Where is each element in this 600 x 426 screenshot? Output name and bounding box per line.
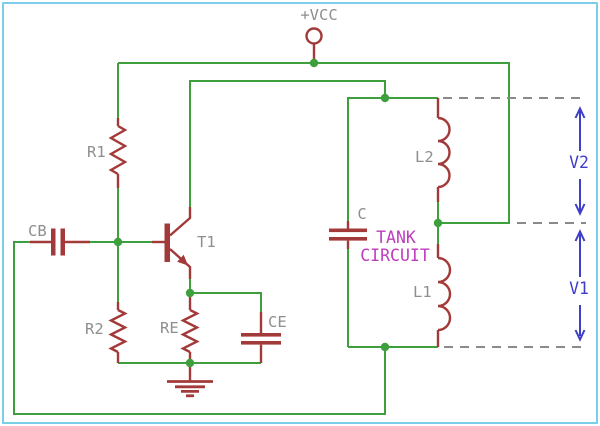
l1-label: L1 [413, 283, 432, 301]
junction-tank-top [380, 93, 390, 103]
tank-caption-line2: CIRCUIT [360, 246, 430, 265]
capacitor-ce: CE [241, 312, 287, 363]
v1-label: V1 [569, 279, 589, 298]
ce-label: CE [268, 313, 287, 331]
r2-label: R2 [85, 320, 104, 338]
l2-label: L2 [415, 148, 434, 166]
vcc-terminal-icon [305, 27, 323, 45]
junction-tank-bottom [380, 342, 390, 352]
vcc-label: +VCC [300, 6, 337, 24]
ce-plate-bottom [241, 341, 281, 345]
wire-tank-top [347, 97, 438, 221]
vcc-terminal: +VCC [300, 6, 338, 62]
resistor-r1: R1 [87, 118, 128, 188]
resistor-r2: R2 [85, 302, 128, 363]
wire-collector-to-tank [189, 80, 386, 207]
re-zigzag [180, 308, 200, 354]
junction-dots [113, 58, 443, 368]
wire-vcc-rail [118, 62, 510, 224]
v1-voltage-marker: V1 [569, 229, 589, 342]
r1-label: R1 [87, 143, 106, 161]
t1-emitter [169, 248, 192, 279]
junction-vcc [309, 58, 319, 68]
wire-feedback-loop [13, 241, 386, 415]
resistor-re: RE [160, 295, 200, 363]
cb-label: CB [28, 222, 47, 240]
cb-plate-left [51, 228, 56, 256]
tank-circuit-caption: TANK CIRCUIT [360, 228, 430, 265]
inductor-l1: L1 [413, 244, 452, 347]
re-label: RE [160, 319, 179, 337]
l1-coil [437, 256, 452, 332]
c-plate-top [329, 228, 367, 233]
v1-arrowhead-up-icon [574, 229, 586, 242]
v2-voltage-marker: V2 [569, 106, 589, 216]
wires [13, 62, 510, 415]
v2-arrowhead-up-icon [574, 106, 586, 119]
transistor-t1: T1 [152, 207, 216, 279]
v1-arrowhead-down-icon [574, 329, 586, 342]
v2-label: V2 [569, 153, 589, 172]
r2-zigzag [108, 308, 128, 354]
junction-tank-tap [433, 218, 443, 228]
dashed-reference-lines [443, 97, 586, 348]
t1-emitter-arrow-icon [177, 254, 188, 266]
junction-ground [185, 358, 195, 368]
c-label: C [357, 205, 366, 223]
t1-label: T1 [197, 233, 216, 251]
inductor-l2: L2 [415, 98, 451, 202]
capacitor-c: C [329, 205, 367, 249]
t1-base-bar [164, 223, 170, 262]
tank-caption-line1: TANK [376, 228, 416, 247]
cb-plate-right [60, 228, 65, 256]
l2-coil [437, 116, 451, 189]
v2-arrowhead-down-icon [574, 203, 586, 216]
r1-zigzag [108, 124, 128, 176]
ground-icon [167, 363, 213, 398]
c-plate-bottom [329, 237, 367, 241]
ce-plate-top [241, 333, 281, 337]
junction-emitter [185, 288, 195, 298]
wire-emitter-to-ce [190, 292, 262, 312]
junction-base [113, 237, 123, 247]
t1-collector [169, 207, 192, 237]
capacitor-cb: CB [28, 222, 90, 256]
